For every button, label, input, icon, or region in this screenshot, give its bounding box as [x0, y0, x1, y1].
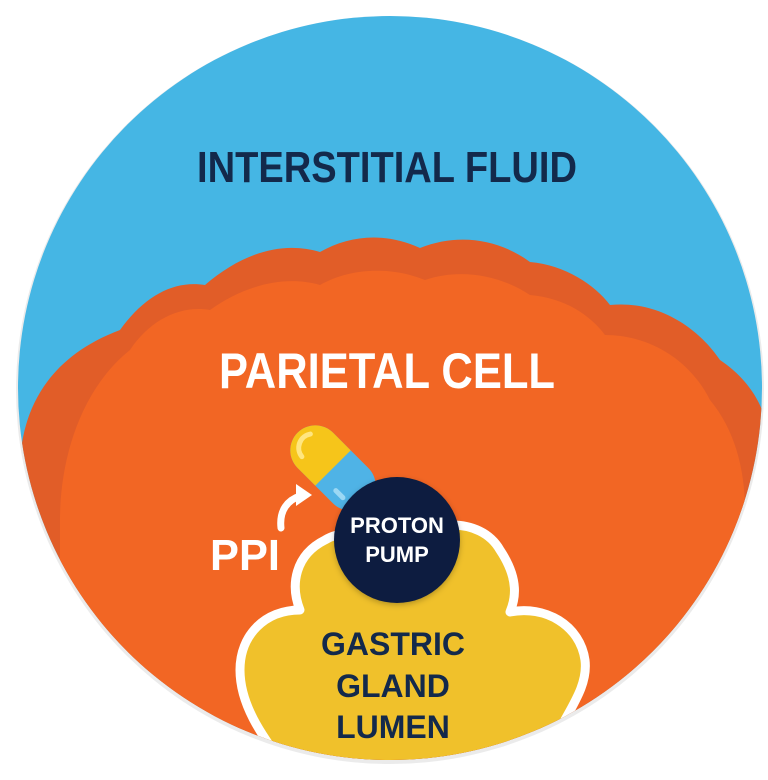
capsule-icon	[290, 425, 376, 511]
parietal-cell-label: PARIETAL CELL	[219, 343, 555, 399]
proton-pump-label-line1: PROTON	[350, 513, 444, 538]
proton-pump-label-line2: PUMP	[365, 542, 429, 567]
interstitial-fluid-label: INTERSTITIAL FLUID	[197, 143, 577, 192]
gastric-gland-lumen-label-line1: GASTRIC	[321, 626, 465, 662]
gastric-gland-lumen-label-line3: LUMEN	[336, 709, 450, 745]
curved-arrow-icon	[277, 484, 312, 532]
ppi-label: PPI	[210, 531, 280, 580]
proton-pump	[334, 477, 460, 603]
gastric-gland-lumen-label-line2: GLAND	[336, 668, 450, 704]
